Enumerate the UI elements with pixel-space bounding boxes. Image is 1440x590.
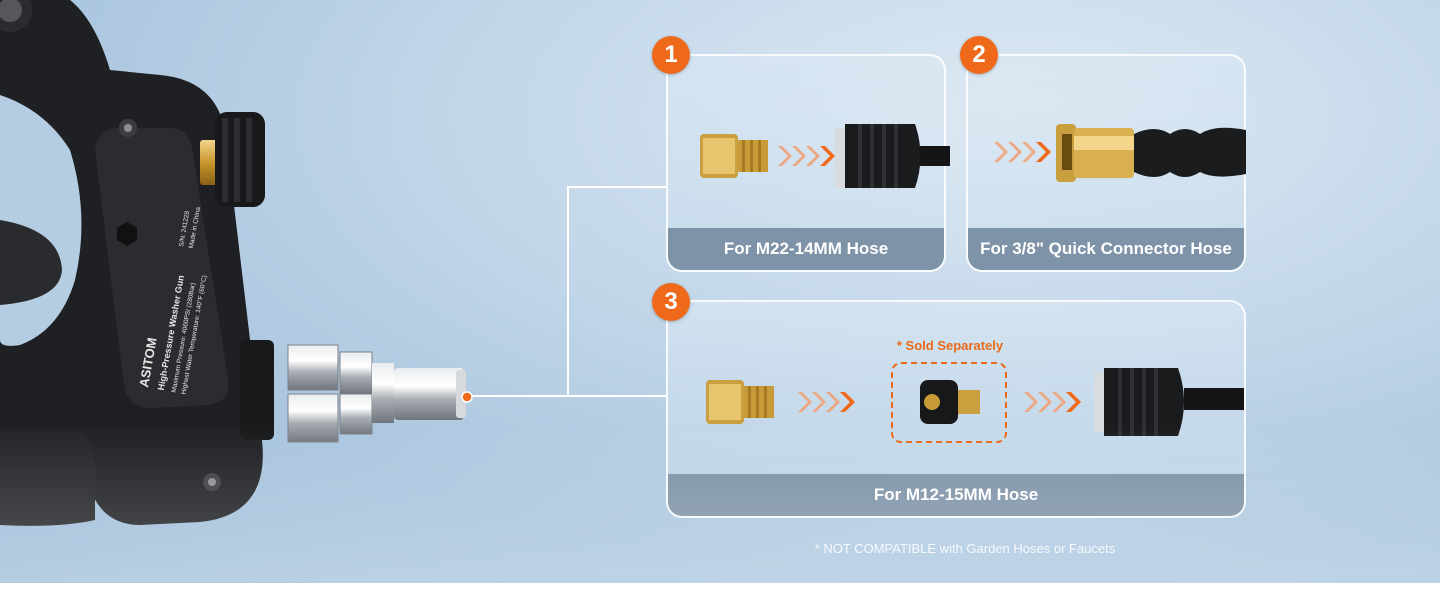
option-number-badge-1: 1 xyxy=(652,36,690,74)
quick-connector-hose-image xyxy=(994,124,1246,182)
sold-separately-box xyxy=(891,362,1007,443)
connector-line xyxy=(472,395,667,397)
connector-line xyxy=(567,186,569,396)
washer-gun-image: ASITOM High-Pressure Washer Gun Maximum … xyxy=(0,0,473,526)
brass-adapter-image xyxy=(700,124,950,188)
option-caption-2: For 3/8" Quick Connector Hose xyxy=(968,228,1244,270)
footnote-text: * NOT COMPATIBLE with Garden Hoses or Fa… xyxy=(814,541,1116,556)
option-caption-3: For M12-15MM Hose xyxy=(668,474,1244,516)
option-panel-1: For M22-14MM Hose xyxy=(666,54,946,272)
connector-line xyxy=(567,186,667,188)
sold-separately-label: * Sold Separately xyxy=(896,338,1004,353)
option-number-badge-3: 3 xyxy=(652,283,690,321)
option-caption-1: For M22-14MM Hose xyxy=(668,228,944,270)
compatibility-footnote: * NOT COMPATIBLE with Garden Hoses or Fa… xyxy=(0,541,1440,556)
option-number-badge-2: 2 xyxy=(960,36,998,74)
connection-point-dot xyxy=(461,391,473,403)
m12-adapter-chain-image xyxy=(706,368,1244,436)
